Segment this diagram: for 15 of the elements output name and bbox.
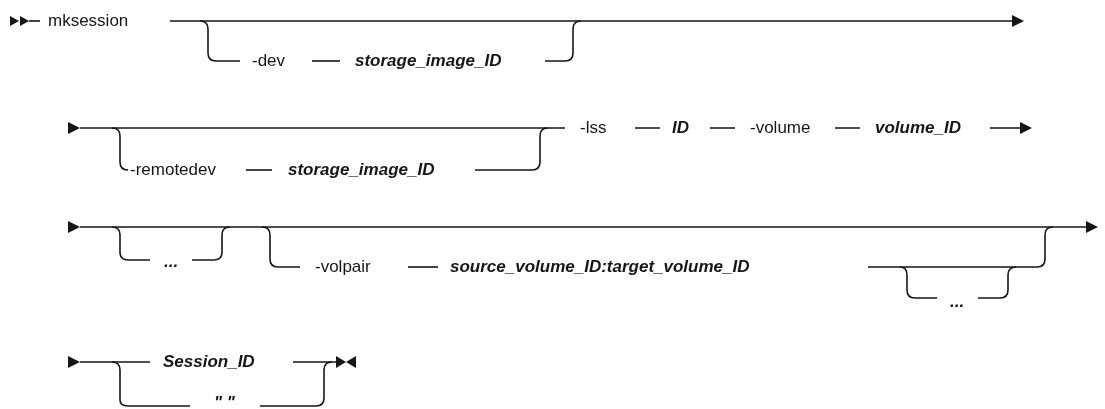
keyword: -dev: [252, 51, 286, 71]
repeat-ellipsis: ...: [164, 252, 179, 272]
keyword: -remotedev: [130, 160, 216, 180]
keyword: -lss: [580, 118, 607, 138]
variable-name: storage_image_ID: [288, 160, 435, 180]
variable-name: volume_ID: [875, 118, 961, 138]
keyword: -volume: [750, 118, 811, 138]
variable-name: storage_image_ID: [355, 51, 502, 71]
repeat-ellipsis: ...: [950, 292, 965, 312]
literal-value: " ": [214, 393, 235, 409]
keyword: -volpair: [315, 257, 371, 277]
variable-name: ID: [672, 118, 689, 138]
command-name: mksession: [48, 11, 129, 31]
variable-name: Session_ID: [163, 352, 255, 372]
variable-name: source_volume_ID:target_volume_ID: [450, 257, 750, 277]
